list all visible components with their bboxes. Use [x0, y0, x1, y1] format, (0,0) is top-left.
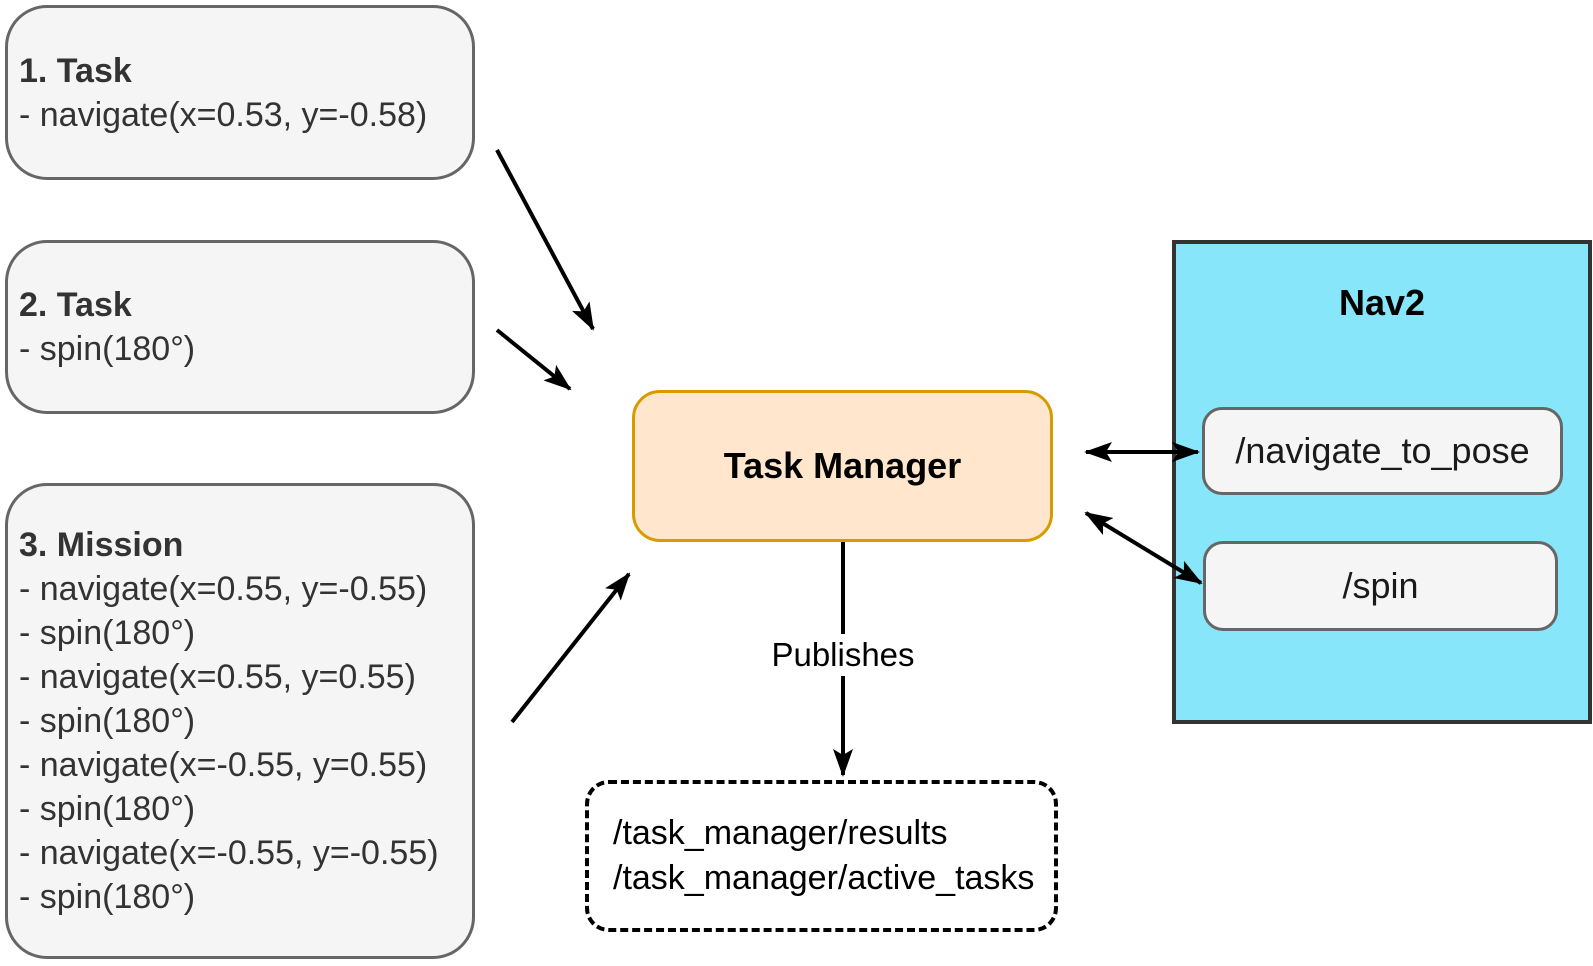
task-line: - spin(180°)	[19, 878, 196, 916]
mission-node: 3. Mission - navigate(x=0.55, y=-0.55) -…	[5, 483, 475, 959]
task-2-title: 2. Task	[19, 286, 132, 324]
task-1-node: 1. Task - navigate(x=0.53, y=-0.58)	[5, 5, 475, 180]
publishes-label: Publishes	[763, 634, 923, 676]
mission-title: 3. Mission	[19, 526, 184, 564]
published-topic-line: /task_manager/results	[613, 814, 948, 852]
task-line: - spin(180°)	[19, 330, 196, 368]
task-line: - navigate(x=0.55, y=-0.55)	[19, 570, 428, 608]
published-topics-node: /task_manager/results /task_manager/acti…	[585, 780, 1058, 932]
navigate-to-pose-topic-node: /navigate_to_pose	[1202, 407, 1563, 495]
task-line: - navigate(x=0.55, y=0.55)	[19, 658, 416, 696]
task-line: - spin(180°)	[19, 702, 196, 740]
task-line: - spin(180°)	[19, 790, 196, 828]
arrow-mission-to-manager	[510, 572, 631, 724]
nav2-title: Nav2	[1338, 282, 1426, 323]
arrow-task2-to-manager	[495, 328, 572, 391]
topic-label: /navigate_to_pose	[1235, 430, 1530, 471]
arrow-task1-to-manager	[495, 149, 595, 331]
spin-topic-node: /spin	[1203, 541, 1558, 631]
topic-label: /spin	[1342, 565, 1419, 606]
task-2-node: 2. Task - spin(180°)	[5, 240, 475, 414]
task-1-title: 1. Task	[19, 51, 132, 90]
task-line: - navigate(x=-0.55, y=-0.55)	[19, 834, 439, 872]
task-line: - navigate(x=0.53, y=-0.58)	[19, 95, 428, 134]
task-line: - navigate(x=-0.55, y=0.55)	[19, 746, 428, 784]
published-topic-line: /task_manager/active_tasks	[613, 859, 1035, 897]
task-manager-node: Task Manager	[632, 390, 1053, 542]
task-line: - spin(180°)	[19, 614, 196, 652]
task-manager-label: Task Manager	[723, 445, 962, 486]
